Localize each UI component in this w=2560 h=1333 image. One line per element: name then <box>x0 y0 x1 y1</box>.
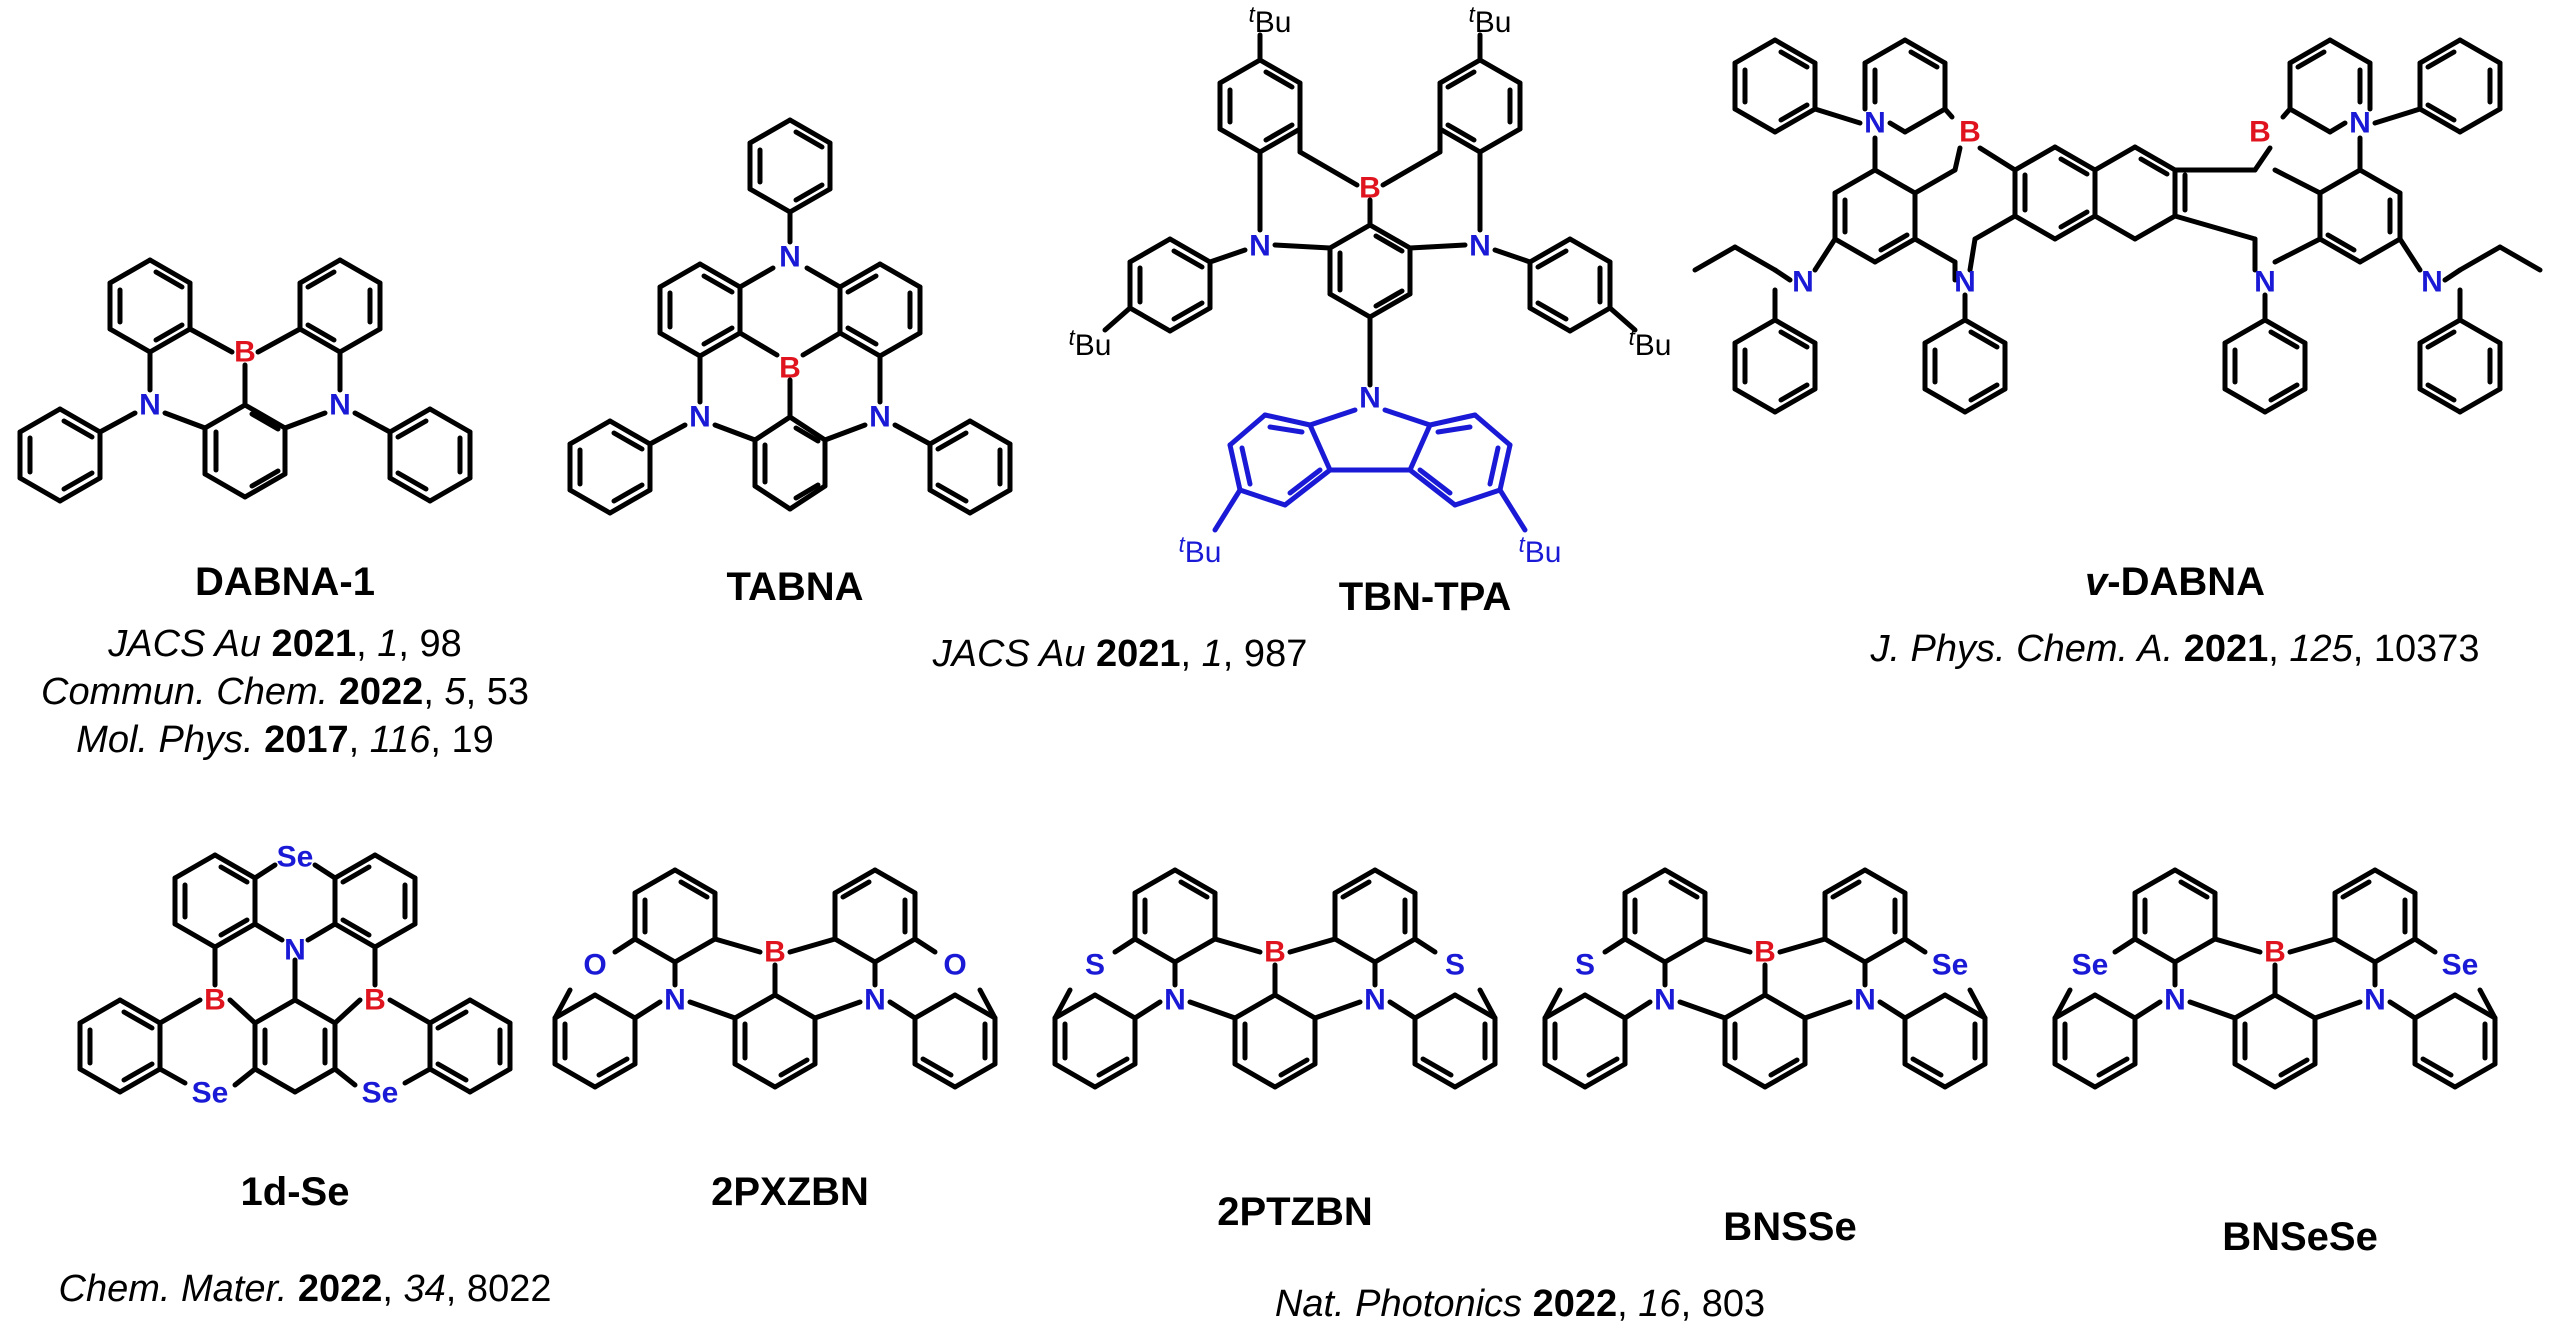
reference: JACS Au 2021, 1, 98 <box>108 623 462 665</box>
sulfur-atom: S <box>1085 949 1105 982</box>
tbu-label: tBu <box>1069 325 1112 362</box>
compound-name-dabna-1: DABNA-1 <box>195 560 375 604</box>
nitrogen-atom: N <box>139 389 161 422</box>
nitrogen-atom: N <box>1654 984 1676 1017</box>
nitrogen-atom: N <box>1954 266 1976 299</box>
nitrogen-atom: N <box>689 401 711 434</box>
structure-tbn-tpa: B N N N tBu tBu tBu tBu tBu tBu <box>1069 2 1672 569</box>
compound-name-bnsse: BNSSe <box>1723 1205 1857 1249</box>
nitrogen-atom: N <box>2164 984 2186 1017</box>
structure-bnsese: Se B Se N N <box>2060 860 2540 1140</box>
structure-2pxzbn: O B O N N <box>552 867 998 1090</box>
boron-atom: B <box>234 336 256 369</box>
nitrogen-atom: N <box>1469 230 1491 263</box>
reference-1d-se: Chem. Mater. 2022, 34, 8022 <box>58 1268 552 1310</box>
compound-name-2ptzbn: 2PTZBN <box>1217 1190 1373 1234</box>
compound-name-tabna: TABNA <box>726 565 864 609</box>
boron-atom: B <box>1359 172 1381 205</box>
boron-atom: B <box>204 984 226 1017</box>
reference-nat-photonics: Nat. Photonics 2022, 16, 803 <box>1274 1283 1766 1325</box>
nitrogen-atom: N <box>664 984 686 1017</box>
nitrogen-atom: N <box>1359 382 1381 415</box>
compound-name-v-dabna: v-DABNA <box>2085 560 2265 605</box>
compound-name-tbn-tpa: TBN-TPA <box>1338 575 1512 619</box>
structure-bnsse: S B Se N N <box>1550 860 2030 1140</box>
nitrogen-atom: N <box>869 401 891 434</box>
boron-atom: B <box>2264 936 2286 969</box>
nitrogen-atom: N <box>2364 984 2386 1017</box>
reference-tabna-tbn-tpa: JACS Au 2021, 1, 987 <box>932 633 1308 675</box>
nitrogen-atom: N <box>1364 984 1386 1017</box>
reference: Mol. Phys. 2017, 116, 19 <box>76 719 494 761</box>
selenium-atom: Se <box>2442 949 2479 982</box>
boron-atom: B <box>1959 116 1981 149</box>
tbu-label: tBu <box>1519 532 1562 569</box>
selenium-atom: Se <box>277 841 314 874</box>
selenium-atom: Se <box>1932 949 1969 982</box>
reference-v-dabna: J. Phys. Chem. A. 2021, 125, 10373 <box>1870 628 2480 670</box>
compound-name-1d-se: 1d-Se <box>240 1170 350 1214</box>
tbu-label: tBu <box>1249 2 1292 39</box>
nitrogen-atom: N <box>329 389 351 422</box>
boron-atom: B <box>2249 116 2271 149</box>
structure-1d-se: Se N B B Se Se <box>77 841 513 1110</box>
nitrogen-atom: N <box>1249 230 1271 263</box>
structure-tabna: N B N N <box>567 117 1013 516</box>
tbu-label: tBu <box>1629 325 1672 362</box>
selenium-atom: Se <box>192 1077 229 1110</box>
tbu-label: tBu <box>1179 532 1222 569</box>
nitrogen-atom: N <box>1864 107 1886 140</box>
sulfur-atom: S <box>1445 949 1465 982</box>
structure-2ptzbn: S B S N N <box>1060 860 1540 1140</box>
nitrogen-atom: N <box>864 984 886 1017</box>
reference: Commun. Chem. 2022, 5, 53 <box>41 671 529 713</box>
nitrogen-atom: N <box>2254 266 2276 299</box>
tbu-label: tBu <box>1469 2 1512 39</box>
structure-dabna-1: B N N <box>17 257 473 504</box>
nitrogen-atom: N <box>779 241 801 274</box>
boron-atom: B <box>764 936 786 969</box>
boron-atom: B <box>1754 936 1776 969</box>
compound-name-bnsese: BNSeSe <box>2222 1215 2378 1259</box>
nitrogen-atom: N <box>1854 984 1876 1017</box>
name-prefix: v <box>2084 560 2108 604</box>
boron-atom: B <box>364 984 386 1017</box>
name-rest: -DABNA <box>2107 560 2266 604</box>
boron-atom: B <box>1264 936 1286 969</box>
oxygen-atom: O <box>583 949 606 982</box>
selenium-atom: Se <box>362 1077 399 1110</box>
nitrogen-atom: N <box>284 934 306 967</box>
oxygen-atom: O <box>943 949 966 982</box>
nitrogen-atom: N <box>1164 984 1186 1017</box>
selenium-atom: Se <box>2072 949 2109 982</box>
sulfur-atom: S <box>1575 949 1595 982</box>
nitrogen-atom: N <box>2421 266 2443 299</box>
nitrogen-atom: N <box>1792 266 1814 299</box>
nitrogen-atom: N <box>2349 107 2371 140</box>
reference-group-dabna-1: JACS Au 2021, 1, 98 Commun. Chem. 2022, … <box>41 620 529 764</box>
boron-atom: B <box>779 352 801 385</box>
compound-name-2pxzbn: 2PXZBN <box>711 1170 869 1214</box>
structure-v-dabna: N B B N N N N N <box>1692 37 2543 415</box>
